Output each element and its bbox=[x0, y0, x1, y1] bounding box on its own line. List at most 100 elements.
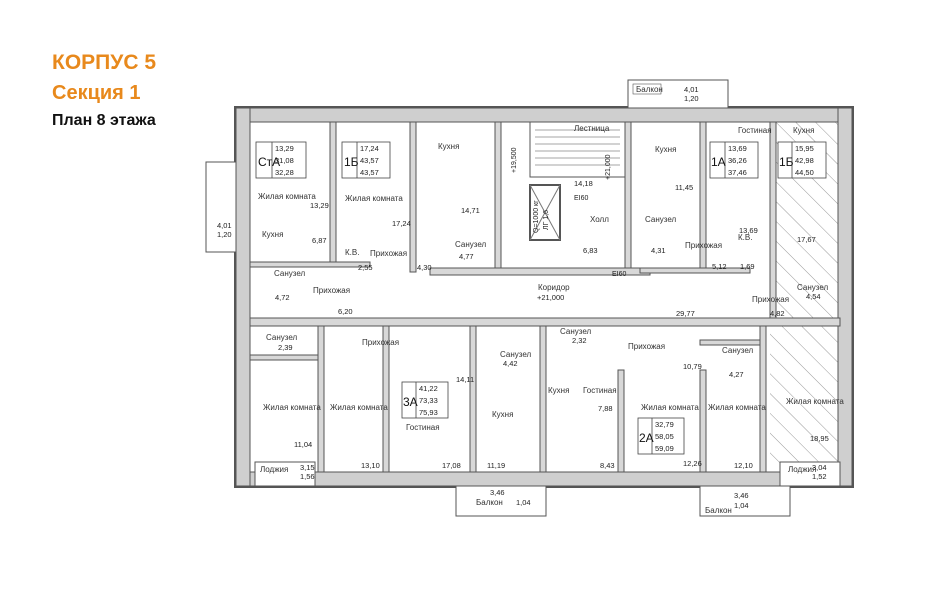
bottom-balcony-label: Балкон bbox=[476, 498, 503, 507]
apt-1a-a2: 36,26 bbox=[728, 156, 747, 165]
room-bath-3a: Санузел bbox=[500, 350, 531, 359]
room-kitchen-top: Кухня bbox=[438, 142, 459, 151]
room-bath-1a: Санузел bbox=[645, 215, 676, 224]
room-living-2a-area: 12,26 bbox=[683, 459, 702, 468]
top-balcony-area1: 4,01 bbox=[684, 85, 699, 94]
room-kitchen-3a-area: 11,19 bbox=[487, 461, 505, 470]
room-living-se: Жилая комната bbox=[708, 403, 766, 412]
apt-2a: 2А 32,79 58,05 59,09 bbox=[637, 417, 685, 455]
room-living-sw: Жилая комната bbox=[263, 403, 321, 412]
room-living-1a: Гостиная bbox=[738, 126, 772, 135]
room-living-se-area: 12,10 bbox=[734, 461, 753, 470]
room-bath-1b-right-area: 4,54 bbox=[806, 292, 821, 301]
stairs-label: Лестница bbox=[574, 124, 610, 133]
corridor-level: +21,000 bbox=[537, 293, 564, 302]
room-hall-1b-right: Прихожая bbox=[752, 295, 789, 304]
apt-sta-a2: 31,08 bbox=[275, 156, 294, 165]
room-hall-1b-area: 4,30 bbox=[417, 263, 432, 272]
bottom-balcony-area2: 1,04 bbox=[516, 498, 531, 507]
room-living-1a-area: 13,69 bbox=[739, 226, 758, 235]
apt-1b-right-code: 1Б bbox=[779, 155, 794, 169]
ei60-bottom: EI60 bbox=[612, 271, 627, 278]
room-bath-top: Санузел bbox=[455, 240, 486, 249]
loggia-left-label: Лоджия bbox=[260, 465, 288, 474]
room-kv-left-area: 2,55 bbox=[358, 263, 373, 272]
room-living-1b-area: 17,24 bbox=[392, 219, 411, 228]
apt-2a-a3: 59,09 bbox=[655, 444, 674, 453]
apt-1b: 1Б 17,24 43,57 43,57 bbox=[341, 141, 391, 179]
apt-1a: 1А 13,69 36,26 37,46 bbox=[709, 141, 759, 179]
apt-3a-code: 3А bbox=[403, 395, 418, 409]
room-bath-2a-area: 2,32 bbox=[572, 336, 587, 345]
top-balcony-area2: 1,20 bbox=[684, 94, 699, 103]
room-kitchen-sta-area: 6,87 bbox=[312, 236, 327, 245]
apt-sta-code: СтА bbox=[258, 155, 280, 169]
loggia-right-area1: 3,04 bbox=[812, 463, 827, 472]
stairs-level2: +21,000 bbox=[605, 154, 612, 180]
left-balcony-area2: 1,20 bbox=[217, 230, 232, 239]
room-bath-se-area: 4,27 bbox=[729, 370, 744, 379]
room-hall-1b: Прихожая bbox=[370, 249, 407, 258]
room-kitchen-2a: Кухня bbox=[548, 386, 569, 395]
apt-sta-a3: 32,28 bbox=[275, 168, 294, 177]
left-balcony-area1: 4,01 bbox=[217, 221, 232, 230]
room-guest-3a: Гостиная bbox=[406, 423, 440, 432]
room-living-sw-area: 11,04 bbox=[294, 440, 312, 449]
apt-3a-a2: 73,33 bbox=[419, 396, 438, 405]
floor-plan-title: План 8 этажа bbox=[52, 112, 156, 129]
apt-sta: СтА 13,29 31,08 32,28 bbox=[255, 141, 307, 179]
building-title: КОРПУС 5 bbox=[52, 51, 156, 74]
hatched-zone bbox=[770, 122, 845, 480]
loggia-left-area1: 3,15 bbox=[300, 463, 315, 472]
apt-3a-a3: 75,93 bbox=[419, 408, 438, 417]
room-bath-1a-area: 4,31 bbox=[651, 246, 666, 255]
apt-2a-code: 2А bbox=[639, 431, 654, 445]
room-hall-2a: Прихожая bbox=[628, 342, 665, 351]
bottom-balcony-area1: 3,46 bbox=[490, 488, 505, 497]
room-bath-top-area: 4,77 bbox=[459, 252, 474, 261]
section-title: Секция 1 bbox=[52, 82, 141, 104]
lobby-label: Холл bbox=[590, 215, 609, 224]
room-kitchen-2a-area: 8,43 bbox=[600, 461, 615, 470]
apt-1b-right-a2: 42,98 bbox=[795, 156, 814, 165]
room-kitchen-1b-right: Кухня bbox=[793, 126, 814, 135]
room-kitchen-1a-area: 11,45 bbox=[675, 183, 693, 192]
room-hall-left-area: 6,20 bbox=[338, 307, 353, 316]
lift-capacity: Q=1000 кг bbox=[533, 200, 540, 233]
apt-1b-a1: 17,24 bbox=[360, 144, 379, 153]
room-guest-2a: Гостиная bbox=[583, 386, 617, 395]
room-bath-left-area: 4,72 bbox=[275, 293, 290, 302]
room-kv-right: К.В. bbox=[738, 233, 752, 242]
apt-sta-a1: 13,29 bbox=[275, 144, 294, 153]
bottom-right-balcony-label: Балкон bbox=[705, 506, 732, 515]
top-balcony-label: Балкон bbox=[636, 85, 663, 94]
stair-core bbox=[529, 121, 626, 241]
room-bath-1b-right: Санузел bbox=[797, 283, 828, 292]
room-guest-3a-area: 17,08 bbox=[442, 461, 461, 470]
apt-1b-right-a1: 15,95 bbox=[795, 144, 814, 153]
lobby-area: 6,83 bbox=[583, 246, 598, 255]
room-hall-1b-right-area: 4,82 bbox=[770, 309, 785, 318]
room-bath-left: Санузел bbox=[274, 269, 305, 278]
apt-3a: 3А 41,22 73,33 75,93 bbox=[401, 381, 449, 419]
room-living-far-area: 18,95 bbox=[810, 434, 829, 443]
bottom-right-balcony-area1: 3,46 bbox=[734, 491, 749, 500]
room-living-sta-area: 13,29 bbox=[310, 201, 329, 210]
room-kitchen-1a: Кухня bbox=[655, 145, 676, 154]
room-living-sta: Жилая комната bbox=[258, 192, 316, 201]
corridor-label: Коридор bbox=[538, 283, 570, 292]
room-hall-1a-area: 5,12 bbox=[712, 262, 727, 271]
apt-1a-a1: 13,69 bbox=[728, 144, 747, 153]
apt-1b-a3: 43,57 bbox=[360, 168, 379, 177]
plan-header: КОРПУС 5 Секция 1 План 8 этажа bbox=[52, 50, 156, 132]
stairs-area: 14,18 bbox=[574, 179, 593, 188]
room-living-2a: Жилая комната bbox=[641, 403, 699, 412]
ei60-top: EI60 bbox=[574, 195, 589, 202]
apt-1a-a3: 37,46 bbox=[728, 168, 747, 177]
room-kv-left: К.В. bbox=[345, 248, 359, 257]
lift-size: ЛГ 1,6 bbox=[543, 210, 550, 230]
room-bath-sw: Санузел bbox=[266, 333, 297, 342]
apt-1a-code: 1А bbox=[711, 155, 726, 169]
room-bath-3a-area: 4,42 bbox=[503, 359, 518, 368]
room-living-3a: Жилая комната bbox=[330, 403, 388, 412]
